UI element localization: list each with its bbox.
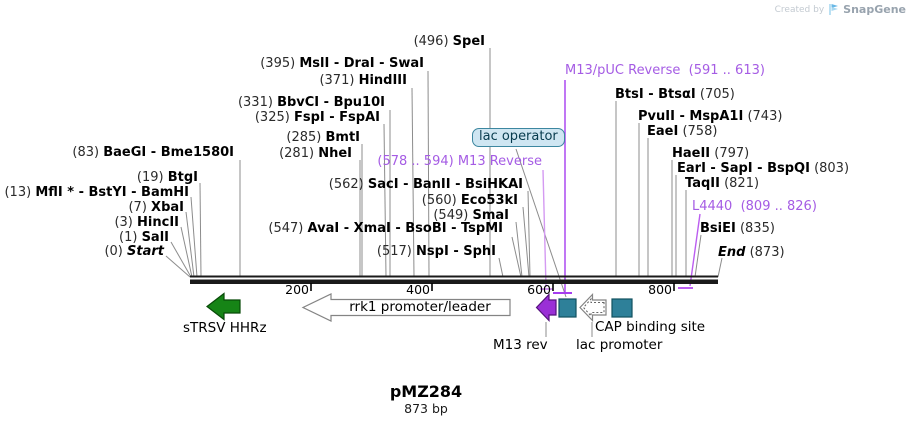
rrk1-promoter-arrow[interactable] [301, 293, 511, 322]
strsv-hhrz-arrow[interactable] [206, 292, 241, 321]
site-label-eco53ki[interactable]: (560) Eco53kI [421, 193, 518, 208]
site-label-fspi[interactable]: (325) FspI - FspAI [254, 110, 380, 125]
primer-label-m13-puc-reverse[interactable]: M13/pUC Reverse (591 .. 613) [565, 63, 765, 78]
site-label-bsiei[interactable]: BsiEI (835) [700, 221, 775, 236]
lac-operator-label[interactable]: lac operator [472, 128, 565, 147]
site-label-btsi[interactable]: BtsI - BtsαI (705) [615, 87, 735, 102]
snapgene-watermark: Created by SnapGene [775, 3, 906, 16]
site-label-bbvci[interactable]: (331) BbvCI - Bpu10I [237, 95, 385, 110]
rrk1-promoter-label[interactable]: rrk1 promoter/leader [349, 299, 491, 315]
site-label-eari-sapi-bspqi[interactable]: EarI - SapI - BspQI (803) [677, 161, 850, 176]
m13-rev-arrow[interactable] [535, 293, 557, 322]
site-label-nspi-sphi[interactable]: (517) NspI - SphI [376, 244, 496, 259]
site-label-msli-drai-swai[interactable]: (395) MslI - DraI - SwaI [260, 56, 424, 71]
strsv-hhrz-label[interactable]: sTRSV HHRz [183, 320, 267, 336]
m13-rev-label[interactable]: M13 rev [493, 337, 548, 353]
site-label-xbai[interactable]: (7) XbaI [128, 200, 184, 215]
cap-binding-site-feature[interactable] [611, 298, 633, 318]
lac-promoter-arrow-inner [582, 297, 605, 318]
site-label-hindiii[interactable]: (371) HindIII [319, 73, 407, 88]
site-label-haeii[interactable]: HaeII (797) [672, 146, 750, 161]
site-label-baegi[interactable]: (83) BaeGI - Bme1580I [72, 145, 234, 160]
site-label-bmti[interactable]: (285) BmtI [286, 130, 360, 145]
primer-label-m13-reverse[interactable]: (578 .. 594) M13 Reverse [377, 154, 542, 169]
site-label-nhei[interactable]: (281) NheI [279, 146, 352, 161]
site-label-taqii[interactable]: TaqII (821) [685, 176, 760, 191]
lac-promoter-arrow[interactable] [579, 293, 607, 322]
snapgene-brand-text: SnapGene [843, 3, 906, 16]
primer-label-l4440[interactable]: L4440 (809 .. 826) [692, 199, 817, 214]
site-label-hincii[interactable]: (3) HincII [114, 215, 179, 230]
callout-lines [165, 48, 723, 337]
lac-operator-box-feature[interactable] [558, 298, 577, 318]
site-label-pvuii[interactable]: PvuII - MspA1I (743) [638, 109, 783, 124]
primer-lines [540, 80, 701, 294]
snapgene-logo-icon [829, 4, 839, 15]
created-by-text: Created by [774, 4, 825, 15]
site-label-smai[interactable]: (549) SmaI [433, 208, 509, 223]
scale-label-800: 800 [648, 282, 672, 297]
site-label-saci-banii[interactable]: (562) SacI - BanII - BsiHKAI [328, 177, 523, 192]
site-label-start[interactable]: (0) Start [104, 244, 164, 259]
site-label-end[interactable]: End (873) [718, 245, 785, 260]
scale-label-200: 200 [285, 282, 309, 297]
lac-promoter-label[interactable]: lac promoter [576, 337, 663, 353]
site-label-btgi[interactable]: (19) BtgI [136, 170, 198, 185]
plasmid-length: 873 bp [404, 401, 448, 416]
site-label-eaei[interactable]: EaeI (758) [647, 124, 718, 139]
site-label-spei[interactable]: (496) SpeI [413, 34, 485, 49]
site-label-sali[interactable]: (1) SalI [119, 230, 169, 245]
site-label-mfli-bstyi-bamhi[interactable]: (13) MflI * - BstYI - BamHI [4, 185, 189, 200]
scale-label-400: 400 [406, 282, 430, 297]
site-label-avai-xmai[interactable]: (547) AvaI - XmaI - BsoBI - TspMI [268, 221, 503, 236]
scale-ticks [310, 283, 675, 291]
backbone [190, 275, 718, 284]
cap-binding-site-label[interactable]: CAP binding site [595, 319, 706, 335]
scale-label-600: 600 [527, 282, 551, 297]
title-block: pMZ284 873 bp [389, 382, 463, 417]
plasmid-name: pMZ284 [389, 382, 463, 401]
